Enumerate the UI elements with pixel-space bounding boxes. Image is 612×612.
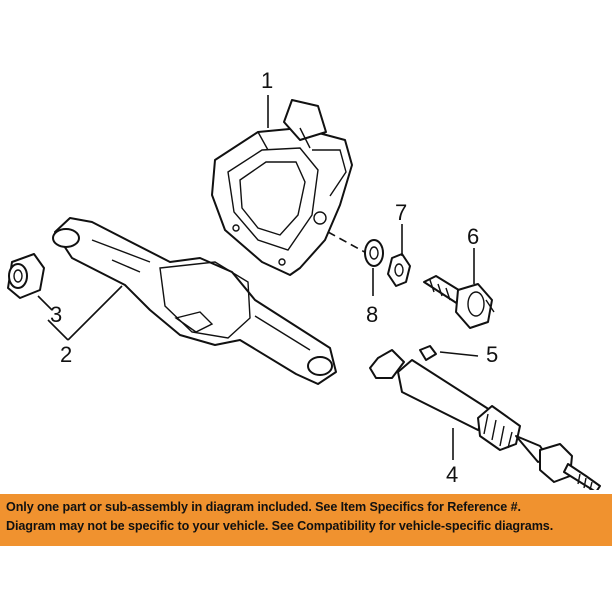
bushing	[7, 253, 45, 299]
parts-diagram: 1 2 3 4 5 6 7 8	[7, 68, 601, 490]
pinion-axis-line	[327, 231, 371, 256]
pinion-flange	[423, 275, 495, 329]
leader-3	[37, 295, 53, 311]
callout-3: 3	[50, 302, 62, 327]
callout-2: 2	[60, 342, 72, 367]
differential-carrier-housing	[211, 99, 353, 276]
nut	[387, 253, 411, 287]
leader-2	[47, 285, 123, 341]
disclaimer-banner: Only one part or sub-assembly in diagram…	[0, 494, 612, 546]
callout-8: 8	[366, 302, 378, 327]
disclaimer-line-2: Diagram may not be specific to your vehi…	[6, 519, 554, 533]
disclaimer-line-1: Only one part or sub-assembly in diagram…	[6, 500, 521, 514]
leader-5	[439, 351, 479, 357]
clip	[419, 345, 437, 361]
callout-7: 7	[395, 200, 407, 225]
callout-6: 6	[467, 224, 479, 249]
rear-axle-housing	[52, 217, 337, 385]
washer	[364, 239, 384, 267]
drive-shaft	[369, 349, 601, 490]
callout-5: 5	[486, 342, 498, 367]
callout-1: 1	[261, 68, 273, 93]
bottom-whitespace	[0, 546, 612, 612]
callout-4: 4	[446, 462, 458, 487]
